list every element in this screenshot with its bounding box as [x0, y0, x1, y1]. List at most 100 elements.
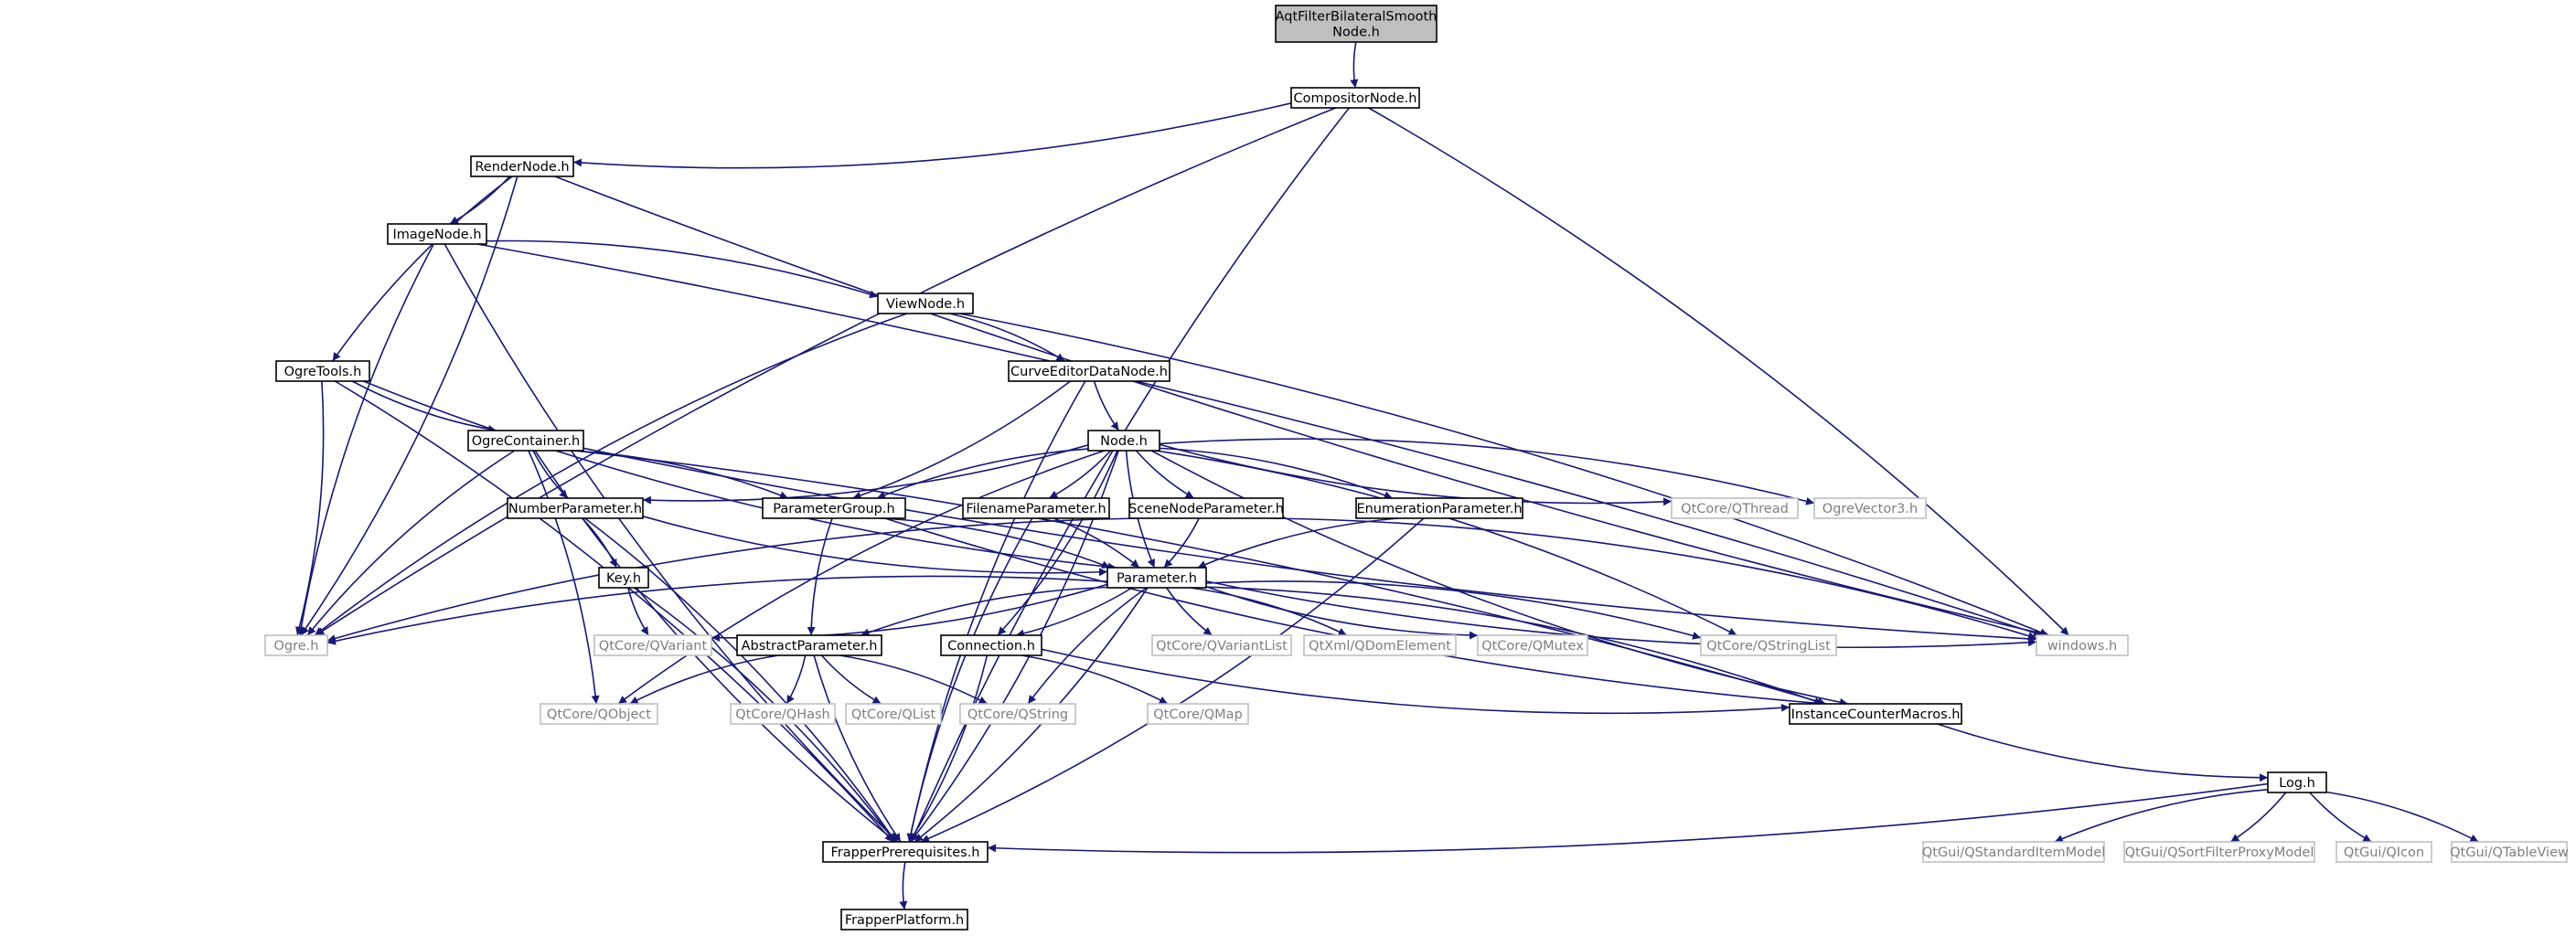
- edge-log-to-qsortfilter: [2229, 792, 2287, 843]
- node-connection[interactable]: Connection.h: [940, 634, 1042, 656]
- edge-node-to-fileparam: [1048, 450, 1112, 499]
- node-windows-box: [2036, 634, 2129, 656]
- node-qhash-label: QtCore/QHash: [735, 707, 830, 722]
- node-qthread-label: QtCore/QThread: [1681, 502, 1789, 516]
- node-ogretools[interactable]: OgreTools.h: [275, 360, 370, 382]
- edge-log-to-frapperprereq: [987, 782, 2269, 854]
- edge-parameter-to-abstractparam: [860, 586, 1108, 637]
- node-compositor[interactable]: CompositorNode.h: [1290, 87, 1420, 109]
- node-qhash: QtCore/QHash: [730, 703, 836, 725]
- node-parameter-box: [1106, 567, 1207, 589]
- node-qicon-box: [2336, 841, 2432, 863]
- node-image-label: ImageNode.h: [392, 228, 481, 242]
- edge-ogrecontainer-to-qobject: [528, 450, 600, 705]
- node-render[interactable]: RenderNode.h: [470, 155, 574, 177]
- edge-instance-to-log: [1937, 723, 2269, 782]
- header-file-nodes: AqtFilterBilateralSmoothNode.hCompositor…: [264, 5, 2569, 931]
- node-curve-label: CurveEditorDataNode.h: [1010, 365, 1168, 379]
- node-qvariantlist-box: [1151, 634, 1292, 656]
- node-qthread-box: [1671, 497, 1799, 519]
- node-qstringlist: QtCore/QStringList: [1700, 634, 1837, 656]
- node-key-label: Key.h: [606, 571, 641, 586]
- edge-node-to-connection: [997, 450, 1118, 636]
- node-qobject-label: QtCore/QObject: [547, 707, 651, 722]
- edge-abstractparam-to-qhash: [786, 654, 807, 705]
- edge-ogrecontainer-to-windows: [583, 447, 2037, 644]
- node-qmap-label: QtCore/QMap: [1153, 707, 1243, 722]
- node-qvariant-box: [593, 634, 712, 656]
- edge-paramgroup-to-instance: [884, 517, 1825, 707]
- node-curve[interactable]: CurveEditorDataNode.h: [1008, 360, 1170, 382]
- edge-log-to-qstditem: [2054, 789, 2269, 843]
- node-ogrevector3-label: OgreVector3.h: [1822, 502, 1918, 516]
- node-fileparam-box: [962, 497, 1110, 519]
- node-qvariantlist: QtCore/QVariantList: [1151, 634, 1292, 656]
- node-qicon-label: QtGui/QIcon: [2344, 846, 2424, 860]
- node-node-box: [1087, 430, 1160, 452]
- node-view[interactable]: ViewNode.h: [877, 292, 974, 314]
- node-qvariant: QtCore/QVariant: [593, 634, 712, 656]
- edge-ogrecontainer-to-ogre: [306, 450, 516, 636]
- edge-sceneparam-to-ogre: [326, 517, 1140, 643]
- node-node-label: Node.h: [1100, 434, 1148, 449]
- node-log[interactable]: Log.h: [2267, 771, 2327, 793]
- node-log-box: [2267, 771, 2327, 793]
- node-frapperplatform[interactable]: FrapperPlatform.h: [840, 909, 968, 931]
- node-paramgroup[interactable]: ParameterGroup.h: [762, 497, 906, 519]
- edge-parameter-to-instance: [1205, 586, 1823, 706]
- edge-parameter-to-qvariantlist: [1165, 587, 1213, 636]
- node-instance-label: InstanceCounterMacros.h: [1791, 707, 1961, 722]
- node-qsortfilter: QtGui/QSortFilterProxyModel: [2123, 841, 2315, 863]
- node-log-label: Log.h: [2279, 776, 2315, 791]
- edge-ogrecontainer-to-numberparam: [532, 450, 569, 499]
- edge-parameter-to-qvariant: [711, 583, 1108, 643]
- node-node[interactable]: Node.h: [1087, 430, 1160, 452]
- edge-node-to-qstringlist: [1155, 450, 1737, 636]
- edge-ogretools-to-ogre: [295, 380, 325, 636]
- node-parameter-label: Parameter.h: [1117, 571, 1197, 586]
- edge-numberparam-to-key: [582, 517, 618, 569]
- node-qstring-box: [959, 703, 1076, 725]
- node-sceneparam[interactable]: SceneNodeParameter.h: [1128, 497, 1284, 519]
- edge-ogretools-to-parameter: [363, 380, 1117, 571]
- edge-parameter-to-windows: [1205, 580, 2037, 649]
- node-qtableview: QtGui/QTableView: [2450, 841, 2569, 863]
- edge-key-to-qvariant: [627, 587, 649, 636]
- node-view-label: ViewNode.h: [886, 297, 965, 312]
- edge-paramgroup-to-abstractparam: [807, 517, 833, 636]
- node-frapperprereq-box: [822, 841, 989, 863]
- node-ogre: Ogre.h: [264, 634, 328, 656]
- node-paramgroup-label: ParameterGroup.h: [773, 502, 894, 516]
- node-fileparam[interactable]: FilenameParameter.h: [962, 497, 1110, 519]
- node-frapperprereq[interactable]: FrapperPrerequisites.h: [822, 841, 989, 863]
- node-qvariant-label: QtCore/QVariant: [599, 639, 708, 654]
- node-parameter[interactable]: Parameter.h: [1106, 567, 1207, 589]
- edge-compositor-to-windows: [1368, 107, 2069, 636]
- edge-log-to-qtableview: [2325, 791, 2479, 843]
- node-sceneparam-label: SceneNodeParameter.h: [1128, 502, 1284, 516]
- node-image-box: [387, 223, 487, 245]
- edge-ogrecontainer-to-instance: [575, 450, 1826, 706]
- node-instance[interactable]: InstanceCounterMacros.h: [1789, 703, 1962, 725]
- node-numberparam-label: NumberParameter.h: [508, 502, 642, 516]
- edge-parameter-to-qmutex: [1205, 585, 1479, 640]
- node-qstditem-box: [1922, 841, 2105, 863]
- edge-sceneparam-to-windows: [1270, 517, 2037, 640]
- node-ogrecontainer[interactable]: OgreContainer.h: [467, 430, 584, 452]
- node-image[interactable]: ImageNode.h: [387, 223, 487, 245]
- node-instance-box: [1789, 703, 1962, 725]
- node-key[interactable]: Key.h: [598, 567, 649, 589]
- node-ogretools-label: OgreTools.h: [284, 365, 362, 379]
- node-numberparam[interactable]: NumberParameter.h: [507, 497, 644, 519]
- edge-ogrecontainer-to-paramgroup: [572, 450, 789, 499]
- edge-curve-to-paramgroup: [852, 380, 1071, 500]
- node-qmutex: QtCore/QMutex: [1477, 634, 1588, 656]
- node-enumparam-box: [1355, 497, 1523, 519]
- node-enumparam[interactable]: EnumerationParameter.h: [1355, 497, 1523, 519]
- node-ogretools-box: [275, 360, 370, 382]
- node-abstractparam-box: [736, 634, 882, 656]
- node-abstractparam[interactable]: AbstractParameter.h: [736, 634, 882, 656]
- node-root-label-line-2: Node.h: [1332, 26, 1380, 40]
